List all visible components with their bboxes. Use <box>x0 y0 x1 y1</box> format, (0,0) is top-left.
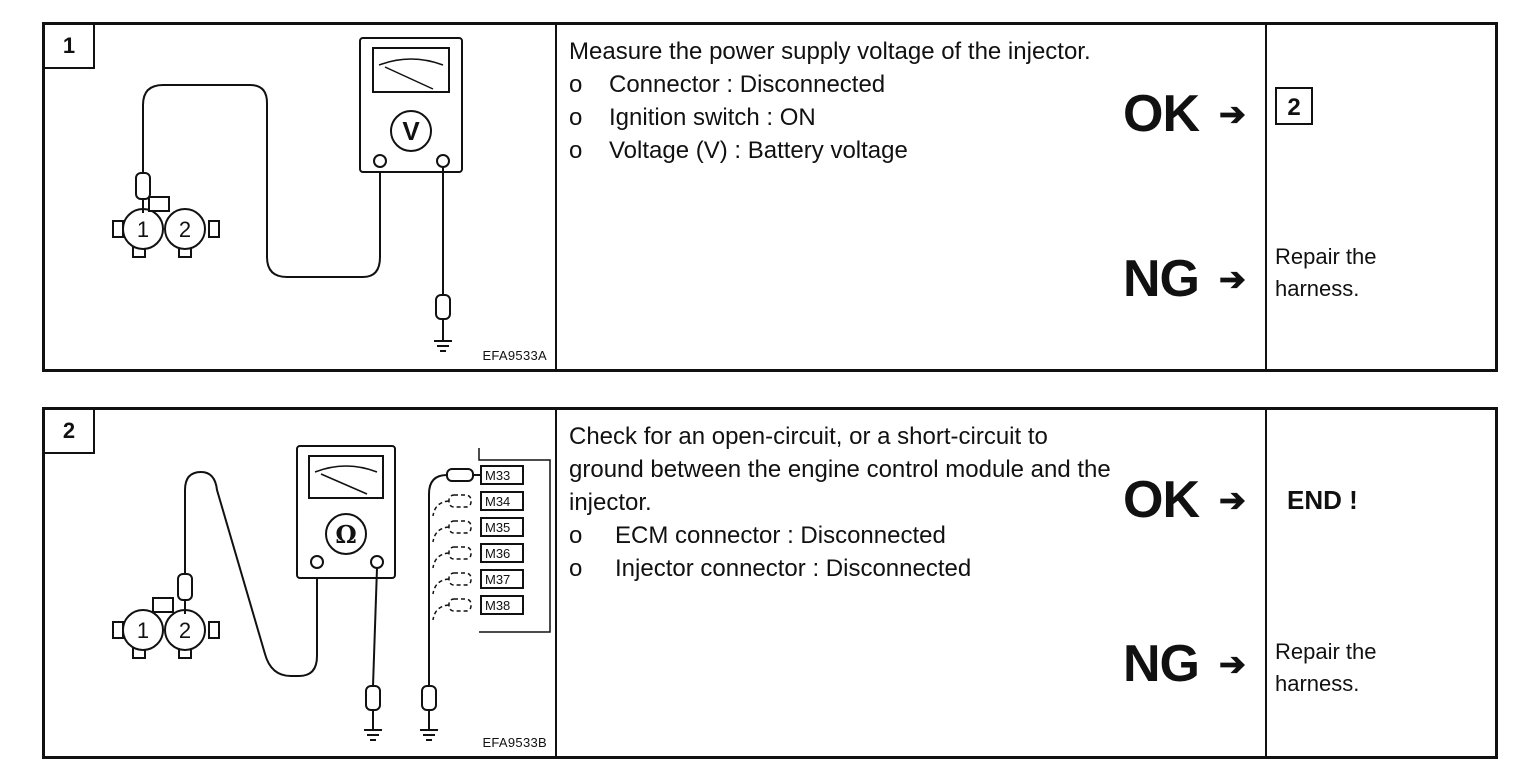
step-1-instruction-cell: Measure the power supply voltage of the … <box>555 25 1267 369</box>
ok-arrow-icon: ➔ <box>1219 482 1246 518</box>
figure-code: EFA9533B <box>482 735 547 750</box>
ecm-probe-icon <box>420 468 481 741</box>
ok-label: OK <box>1123 85 1200 143</box>
ecm-pin-label: M37 <box>485 572 510 587</box>
figure-code: EFA9533A <box>482 348 547 363</box>
step-1-figure-cell: 1 1 2 <box>45 25 557 369</box>
instruction-text: Measure the power supply voltage of the … <box>569 38 1091 65</box>
ohmmeter-circuit-diagram: 1 2 Ω <box>112 445 551 741</box>
ng-label: NG <box>1123 635 1200 693</box>
ecm-pin-label: M36 <box>485 546 510 561</box>
ng-action-text: Repair the harness. <box>1275 639 1377 696</box>
step-1-result-cell: 2 Repair the harness. <box>1265 25 1495 369</box>
step-2-result-cell: END ! Repair the harness. <box>1265 410 1495 756</box>
pin-1-label: 1 <box>137 217 149 242</box>
probe-icon <box>177 573 193 614</box>
ng-action-text: Repair the harness. <box>1275 244 1377 301</box>
alternate-probe-positions <box>432 494 472 621</box>
injector-connector-icon: 1 2 <box>112 597 220 659</box>
ng-arrow-icon: ➔ <box>1219 646 1246 682</box>
ecm-pin-label: M34 <box>485 494 510 509</box>
ground-probe-icon <box>364 685 382 741</box>
ng-label: NG <box>1123 250 1200 308</box>
instruction-block: Check for an open-circuit, or a short-ci… <box>569 420 1129 585</box>
end-label: END ! <box>1287 485 1358 515</box>
ecm-pin-label: M35 <box>485 520 510 535</box>
next-step-link[interactable]: 2 <box>1275 87 1313 125</box>
pin-2-label: 2 <box>179 217 191 242</box>
ecm-pin-label: M33 <box>485 468 510 483</box>
ng-arrow-icon: ➔ <box>1219 261 1246 297</box>
step-number: 2 <box>45 410 95 454</box>
meter-symbol: V <box>402 116 420 146</box>
meter-symbol: Ω <box>335 520 356 549</box>
step-number: 1 <box>45 25 95 69</box>
ok-arrow-icon: ➔ <box>1219 96 1246 132</box>
instruction-block: Measure the power supply voltage of the … <box>569 35 1129 167</box>
ground-probe-icon <box>434 294 452 352</box>
pin-1-label: 1 <box>137 618 149 643</box>
voltmeter-circuit-diagram: 1 2 V <box>112 37 463 352</box>
ok-label: OK <box>1123 471 1200 529</box>
injector-connector-icon: 1 2 <box>112 196 220 258</box>
step-2-row: 2 1 2 <box>42 407 1498 759</box>
ohmmeter-icon: Ω <box>296 445 396 579</box>
probe-icon <box>135 172 151 213</box>
step-1-row: 1 1 2 <box>42 22 1498 372</box>
step-2-instruction-cell: Check for an open-circuit, or a short-ci… <box>555 410 1267 756</box>
instruction-text: Check for an open-circuit, or a short-ci… <box>569 423 1111 516</box>
voltmeter-icon: V <box>359 37 463 173</box>
ecm-connector-icon: M33 M34 M35 M36 M37 M38 <box>478 448 551 633</box>
ecm-pin-label: M38 <box>485 598 510 613</box>
step-2-figure-cell: 2 1 2 <box>45 410 557 756</box>
pin-2-label: 2 <box>179 618 191 643</box>
